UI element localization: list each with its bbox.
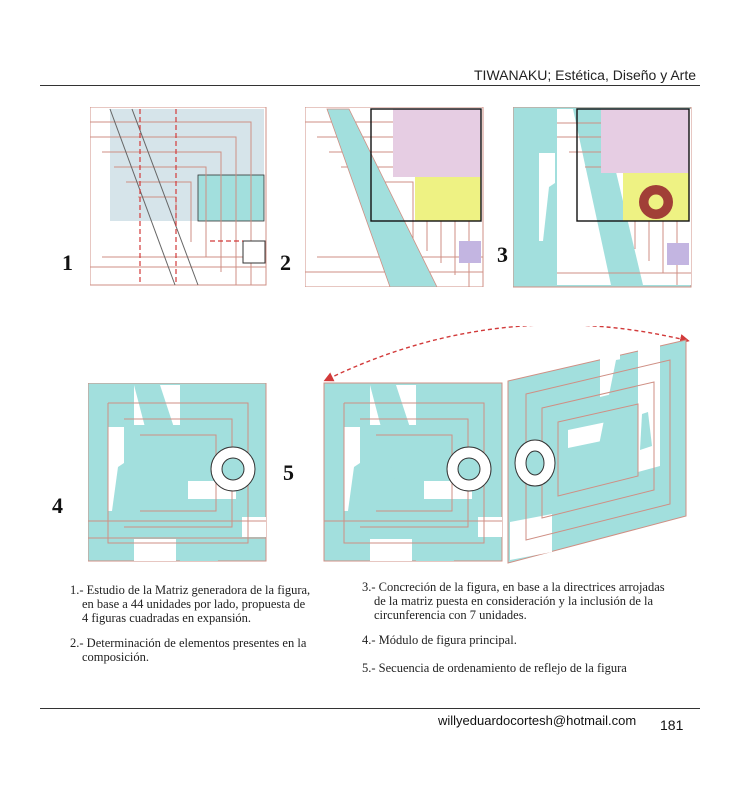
figure-2-composition-elements [305,107,484,287]
figure-1-matrix-study [90,107,267,286]
caption-3: 3.- Concreción de la figura, en base a l… [362,580,665,622]
figure-5-left-panel [323,382,503,562]
caption-5: 5.- Secuencia de ordenamiento de reflejo… [362,661,627,675]
figure-4-main-module [88,383,267,562]
author-email: willyeduardocortesh@hotmail.com [438,713,637,728]
figure-5-right-panel [507,339,687,564]
footer-rule [40,708,700,709]
caption-4: 4.- Módulo de figura principal. [362,633,517,647]
figure-label-2: 2 [280,250,291,275]
figure-label-3: 3 [497,242,508,267]
caption-2: 2.- Determinación de elementos presentes… [70,636,307,664]
figure-label-1: 1 [62,250,73,275]
figure-3-concretion [513,107,692,288]
header-rule [40,85,700,86]
caption-1: 1.- Estudio de la Matriz generadora de l… [70,583,311,625]
reflection-arrow [323,326,690,382]
header-title: TIWANAKU; Estética, Diseño y Arte [474,67,696,83]
figure-label-4: 4 [52,493,63,518]
figure-5-reflection-sequence [323,326,690,564]
figure-label-5: 5 [283,460,294,485]
page-number: 181 [660,717,684,733]
